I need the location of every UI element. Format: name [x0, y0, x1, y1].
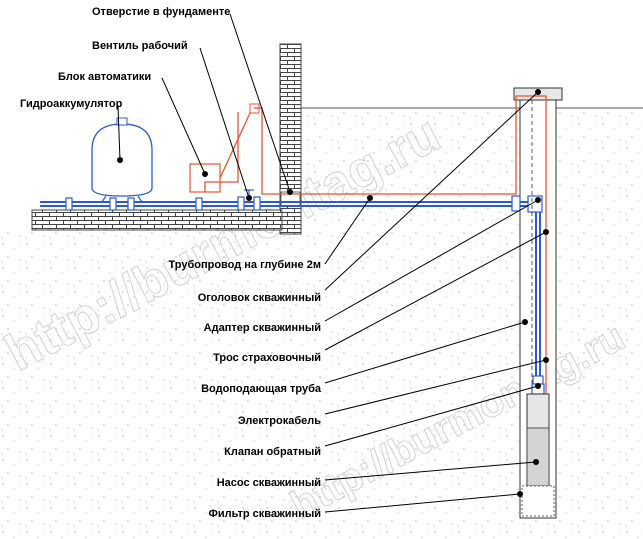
label-water-pipe: Водоподающая труба — [201, 383, 322, 395]
label-well-head: Оголовок скважинный — [198, 292, 321, 304]
label-electric-cable: Электрокабель — [238, 415, 321, 427]
label-safety-cable: Трос страховочный — [213, 352, 321, 364]
label-working-valve: Вентиль рабочий — [92, 40, 188, 52]
basement-floor — [31, 209, 283, 231]
water-pipe-system — [40, 201, 541, 400]
label-well-adapter: Адаптер скважинный — [204, 322, 321, 334]
label-well-filter: Фильтр скважинный — [209, 508, 321, 520]
leader-lines — [117, 13, 547, 513]
foundation-wall — [279, 43, 302, 235]
soil-area-lower — [0, 230, 300, 539]
electric-cable-path — [204, 95, 547, 394]
label-pipeline-depth: Трубопровод на глубине 2м — [168, 259, 321, 271]
well-pump-motor — [526, 427, 550, 487]
label-foundation-hole: Отверстие в фундаменте — [92, 6, 230, 18]
well-filter — [521, 485, 555, 517]
label-automation-unit: Блок автоматики — [58, 71, 151, 83]
label-hydro-accumulator: Гидроаккумулятор — [20, 98, 123, 110]
label-check-valve: Клапан обратный — [224, 446, 321, 458]
label-well-pump: Насос скважинный — [217, 477, 321, 489]
pipe-fittings — [65, 195, 544, 385]
leader-dots — [117, 89, 549, 497]
